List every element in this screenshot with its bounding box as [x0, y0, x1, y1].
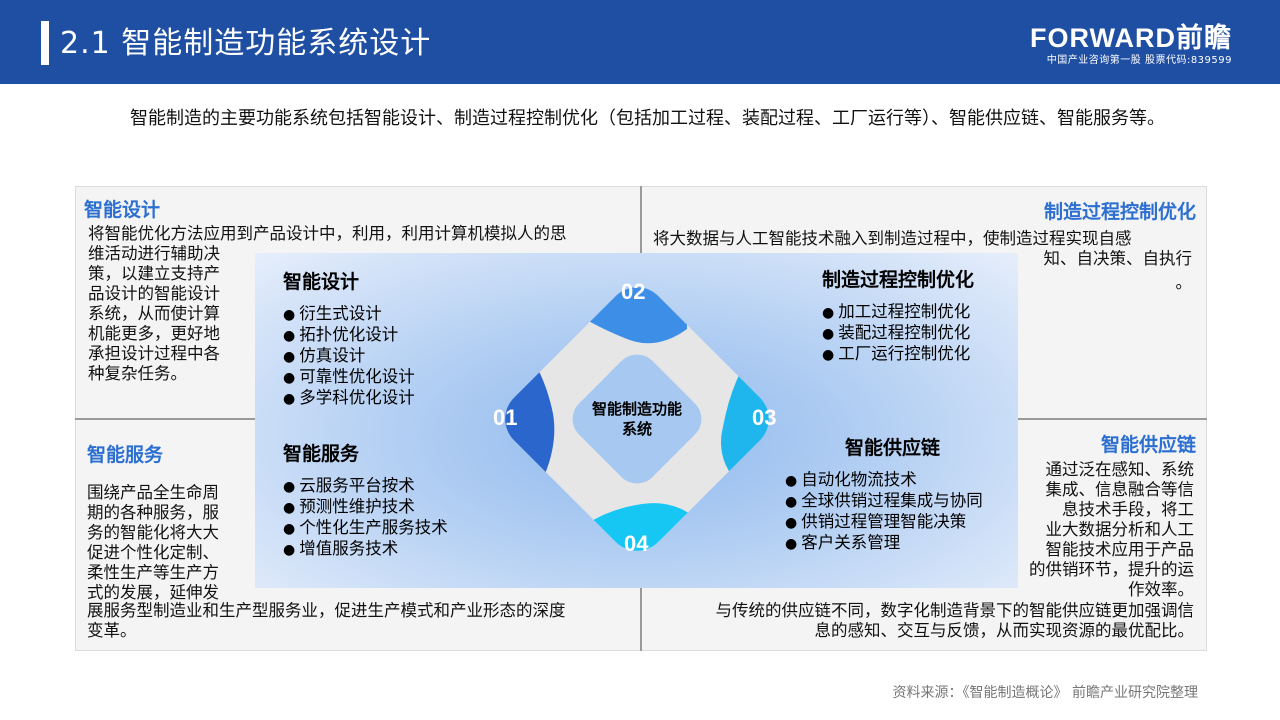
list-item: 可靠性优化设计 [283, 367, 415, 388]
section-service: 智能服务 云服务平台按术 预测性维护技术 个性化生产服务技术 增值服务技术 [283, 439, 448, 560]
number-04: 04 [624, 531, 649, 556]
list-item: 拓扑优化设计 [283, 325, 415, 346]
list-item: 供销过程管理智能决策 [785, 512, 983, 533]
forward-logo: FORWARD前瞻 中国产业咨询第一股 股票代码:839599 [1030, 24, 1232, 68]
panel-title: 智能服务 [87, 444, 164, 466]
list-item: 个性化生产服务技术 [283, 518, 448, 539]
list-item: 加工过程控制优化 [822, 302, 974, 323]
divider-bottom [640, 588, 642, 651]
number-02: 02 [621, 279, 646, 304]
panel-text-tail: 与传统的供应链不同，数字化制造背景下的智能供应链更加强调信 息的感知、交互与反馈… [715, 601, 1195, 640]
list-item: 工厂运行控制优化 [822, 344, 974, 365]
panel-text: 通过泛在感知、系统 集成、信息融合等信 息技术手段，将工 业大数据分析和人工 智… [1029, 460, 1194, 599]
section-supply: 智能供应链 自动化物流技术 全球供销过程集成与协同 供销过程管理智能决策 客户关… [785, 433, 983, 554]
function-system-diagram: 智能设计 衍生式设计 拓扑优化设计 仿真设计 可靠性优化设计 多学科优化设计 制… [255, 253, 1018, 588]
panel-title: 制造过程控制优化 [1043, 201, 1196, 223]
diamond-ring-graphic [492, 274, 782, 564]
source-note: 资料来源：《智能制造概论》 前瞻产业研究院整理 [892, 685, 1198, 701]
title-accent-bar [41, 21, 49, 65]
divider-right [1018, 418, 1207, 420]
divider-left [75, 418, 255, 420]
logo-brand: FORWARD前瞻 [1030, 23, 1232, 53]
section-design: 智能设计 衍生式设计 拓扑优化设计 仿真设计 可靠性优化设计 多学科优化设计 [283, 267, 415, 409]
panel-text: 围绕产品全生命周 期的各种服务，服 务的智能化将大大 促进个性化定制、 柔性生产… [87, 483, 219, 602]
panel-text-tail: 展服务型制造业和生产型服务业，促进生产模式和产业形态的深度 变革。 [87, 601, 566, 640]
center-label: 智能制造功能 系统 [591, 400, 682, 438]
intro-paragraph: 智能制造的主要功能系统包括智能设计、制造过程控制优化（包括加工过程、装配过程、工… [130, 108, 1165, 129]
list-item: 云服务平台按术 [283, 476, 448, 497]
panel-title: 智能设计 [84, 199, 161, 221]
list-item: 仿真设计 [283, 346, 415, 367]
diamond-ring: 02 01 03 04 智能制造功能 系统 [477, 259, 797, 579]
logo-subtitle: 中国产业咨询第一股 股票代码:839599 [1046, 55, 1232, 66]
list-item: 客户关系管理 [785, 533, 983, 554]
list-item: 全球供销过程集成与协同 [785, 491, 983, 512]
number-03: 03 [752, 405, 777, 430]
section-process: 制造过程控制优化 加工过程控制优化 装配过程控制优化 工厂运行控制优化 [822, 265, 974, 365]
list-item: 自动化物流技术 [785, 470, 983, 491]
list-item: 增值服务技术 [283, 539, 448, 560]
panel-text-line1: 将大数据与人工智能技术融入到制造过程中，使制造过程实现自感 [653, 229, 1132, 248]
page-title: 2.1 智能制造功能系统设计 [60, 26, 432, 61]
divider-top [640, 186, 642, 253]
list-item: 装配过程控制优化 [822, 323, 974, 344]
list-item: 预测性维护技术 [283, 497, 448, 518]
panel-title: 智能供应链 [1100, 434, 1196, 456]
panel-text: 维活动进行辅助决 策，以建立支持产 品设计的智能设计 系统，从而使计算 机能更多… [88, 244, 220, 383]
slide-header: 2.1 智能制造功能系统设计 FORWARD前瞻 中国产业咨询第一股 股票代码:… [0, 0, 1280, 84]
panel-text-line1: 将智能优化方法应用到产品设计中，利用，利用计算机模拟人的思 [88, 224, 567, 243]
number-01: 01 [493, 405, 518, 430]
panel-text: 知、自决策、自执行 。 [1043, 249, 1193, 292]
list-item: 多学科优化设计 [283, 388, 415, 409]
list-item: 衍生式设计 [283, 304, 415, 325]
